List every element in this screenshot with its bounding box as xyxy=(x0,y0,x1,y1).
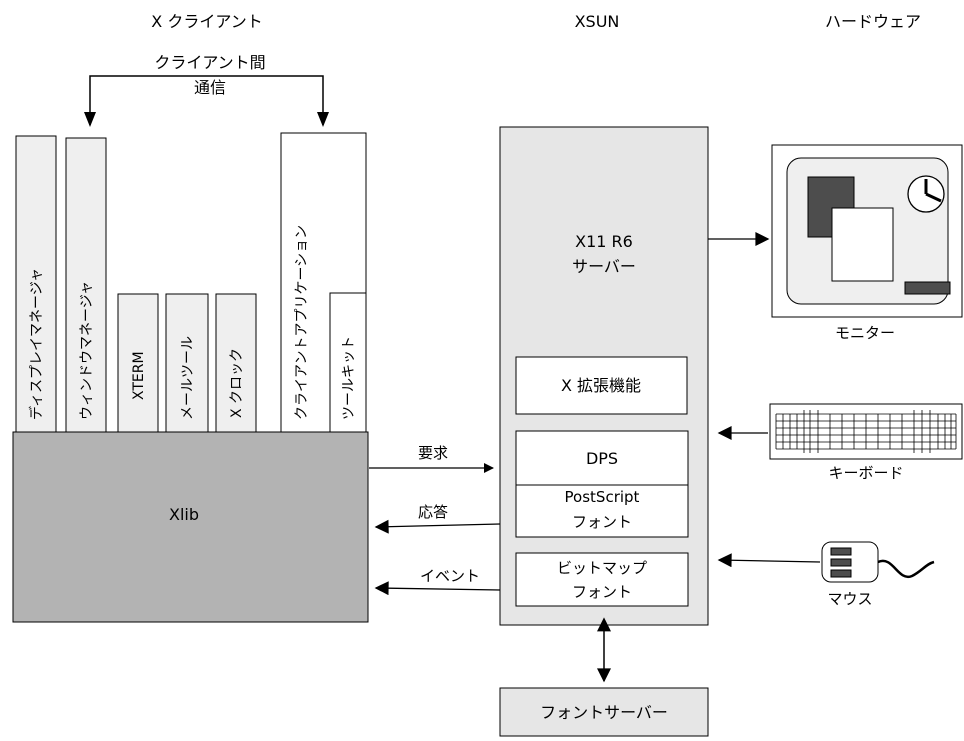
window-manager-label: ウィンドウマネージャ xyxy=(79,281,95,420)
postscript-label-line1: PostScript xyxy=(565,488,640,506)
mouse-arrow xyxy=(717,553,821,568)
font-server-label: フォントサーバー xyxy=(540,703,668,722)
server-title-line2: サーバー xyxy=(572,257,636,276)
dps-label: DPS xyxy=(586,449,618,468)
window-manager-column xyxy=(65,137,107,434)
xterm-label: XTERM xyxy=(131,351,147,400)
xlib-box xyxy=(12,431,369,623)
display-manager-label: ディスプレイマネージャ xyxy=(28,268,45,420)
mail-tool-column xyxy=(165,293,209,434)
keyboard-label: キーボード xyxy=(828,464,903,482)
inter-client-arrow-right xyxy=(317,112,329,127)
toolkit-label: ツールキット xyxy=(341,336,357,420)
dps-box xyxy=(515,430,689,486)
event-arrow xyxy=(374,581,501,596)
header-x-clients: X クライアント xyxy=(151,12,262,31)
x-clock-column xyxy=(215,293,257,434)
client-app-label: クライアントアプリケーション xyxy=(294,225,310,420)
monitor-icon xyxy=(771,144,963,318)
font-server-box xyxy=(499,687,709,737)
mouse-icon xyxy=(821,541,935,583)
inter-client-bracket xyxy=(89,75,324,125)
bitmap-font-box xyxy=(515,552,689,607)
x-extensions-box xyxy=(515,356,688,415)
bitmap-label-line1: ビットマップ xyxy=(557,559,647,577)
xlib-label: Xlib xyxy=(169,505,199,524)
inter-client-label-line2: 通信 xyxy=(194,78,226,97)
bitmap-label-line2: フォント xyxy=(572,583,632,601)
x-clock-label: X クロック xyxy=(229,348,245,418)
request-label: 要求 xyxy=(418,444,448,462)
postscript-font-box xyxy=(515,484,689,538)
mail-tool-label: メールツール xyxy=(180,336,196,420)
inter-client-arrow-left xyxy=(84,112,96,127)
header-hardware: ハードウェア xyxy=(825,12,921,31)
mouse-label: マウス xyxy=(827,590,872,608)
monitor-label: モニター xyxy=(835,324,895,342)
server-title-line1: X11 R6 xyxy=(575,232,633,251)
toolkit-box xyxy=(329,292,367,434)
postscript-label-line2: フォント xyxy=(572,513,632,531)
header-xsun: XSUN xyxy=(575,12,620,31)
response-arrow xyxy=(374,519,501,534)
event-label: イベント xyxy=(420,567,480,585)
x-extensions-label: X 拡張機能 xyxy=(561,376,641,395)
inter-client-label-line1: クライアント間 xyxy=(154,53,265,72)
keyboard-icon xyxy=(769,403,963,460)
response-label: 応答 xyxy=(418,503,448,521)
